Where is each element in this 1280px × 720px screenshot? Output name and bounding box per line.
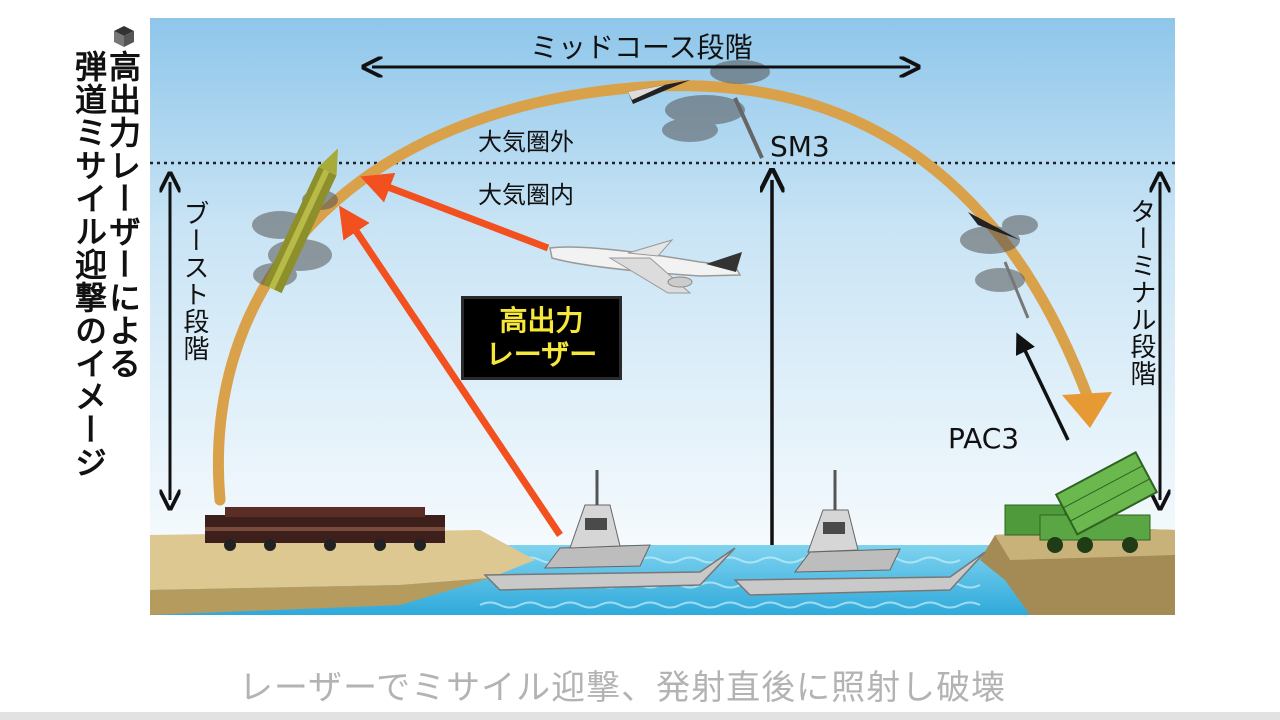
pac3-label: PAC3 — [948, 422, 1020, 455]
laser-label-line2: レーザー — [485, 338, 598, 371]
aegis-destroyer-left — [483, 470, 736, 591]
inside-atmosphere-label: 大気圏内 — [478, 181, 574, 209]
left-land — [150, 530, 535, 590]
laser-beams — [338, 173, 563, 537]
aegis-destroyer-right — [733, 470, 986, 596]
midcourse-label: ミッドコース段階 — [530, 31, 753, 64]
pac3-launcher-vehicle — [1004, 451, 1159, 553]
laser-label-line1: 高出力 — [499, 304, 584, 337]
missile-trajectory — [213, 80, 1094, 506]
sm3-label: SM3 — [770, 130, 830, 163]
pac3-launch-arrow — [1015, 332, 1070, 441]
pac3-missile — [1003, 261, 1030, 319]
logo-cube-icon — [114, 26, 134, 47]
caption: レーザーでミサイル迎撃、発射直後に照射し破壊 — [238, 668, 1007, 708]
missile-launcher-vehicle — [205, 507, 445, 551]
trajectory-arrowhead — [1062, 392, 1112, 428]
outside-atmosphere-label: 大気圏外 — [478, 128, 574, 156]
boost-label: ブースト段階 — [179, 200, 209, 362]
warhead-terminal — [968, 212, 1020, 240]
airborne-laser-aircraft — [549, 239, 742, 294]
warhead-midcourse — [628, 80, 690, 104]
ballistic-missile-boost — [263, 148, 339, 294]
title-line1: 高出力レーザーによる — [104, 50, 142, 380]
bottom-bar — [0, 712, 1280, 720]
terminal-label: ターミナル段階 — [1126, 198, 1156, 387]
title-line2: 弾道ミサイル迎撃のイメージ — [70, 50, 108, 479]
sm3-interceptor — [733, 97, 764, 159]
high-power-laser-box: 高出力 レーザー — [461, 296, 622, 380]
